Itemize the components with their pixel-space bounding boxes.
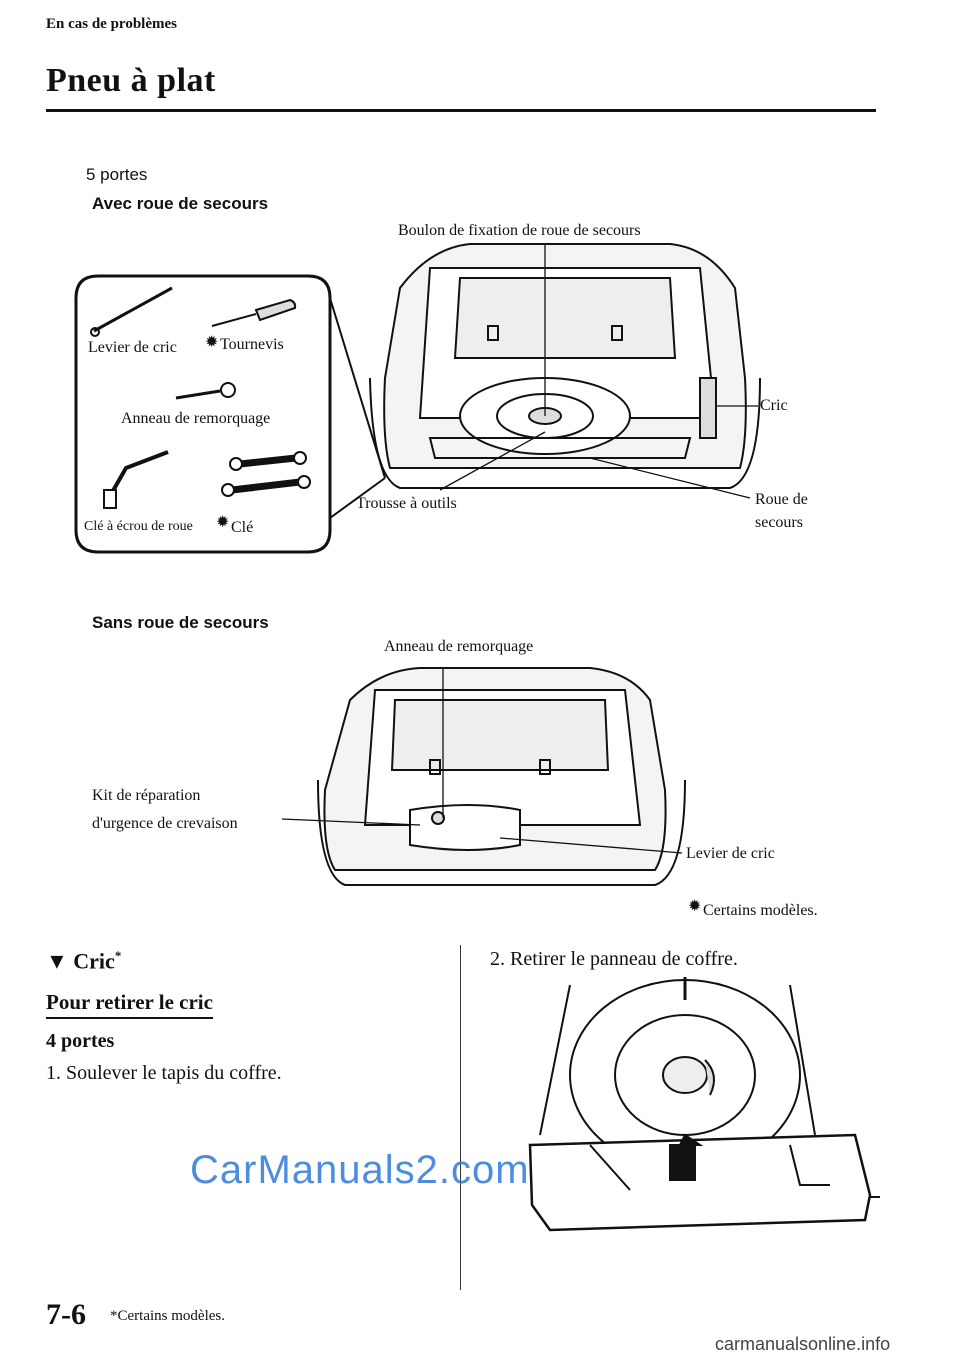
label-tool-kit: Trousse à outils — [356, 495, 457, 513]
triangle-down-icon: ▼ — [46, 948, 68, 973]
page-number: 7-6 — [46, 1298, 86, 1332]
doors-label: 4 portes — [46, 1030, 114, 1053]
certain-models-mark-icon: ✹ — [688, 896, 701, 916]
footnote: *Certains modèles. — [110, 1308, 225, 1325]
figure1-illustration — [0, 228, 960, 568]
label-jack-lever: Levier de cric — [88, 339, 177, 357]
label-screwdriver: Tournevis — [220, 336, 284, 354]
section-heading: ▼ Cric* — [46, 948, 121, 974]
subheading: Pour retirer le cric — [46, 990, 213, 1019]
trunk-panel-illustration — [470, 975, 890, 1255]
figure2-illustration — [0, 660, 960, 910]
certain-models-mark-icon: ✹ — [205, 332, 218, 352]
car-rear-with-spare — [370, 244, 760, 498]
watermark-carmanualsonline: carmanualsonline.info — [715, 1334, 890, 1355]
watermark-carmanuals2: CarManuals2.com — [190, 1148, 530, 1193]
label-tow-ring: Anneau de remorquage — [121, 410, 270, 428]
figure2-subtitle: Sans roue de secours — [92, 613, 269, 633]
title-rule — [46, 109, 876, 112]
certain-models-note: Certains modèles. — [703, 902, 818, 920]
label-jack-lever-2: Levier de cric — [686, 845, 775, 863]
label-jack: Cric — [760, 397, 788, 415]
column-divider — [460, 945, 461, 1290]
label-tow-ring-2: Anneau de remorquage — [384, 638, 533, 656]
label-repair-kit-2: d'urgence de crevaison — [92, 815, 238, 833]
label-spare-bolt: Boulon de fixation de roue de secours — [398, 222, 641, 240]
step-2: 2. Retirer le panneau de coffre. — [490, 948, 738, 971]
page-title: Pneu à plat — [46, 62, 216, 100]
figure1-subtitle: Avec roue de secours — [92, 194, 268, 214]
step-1: 1. Soulever le tapis du coffre. — [46, 1062, 282, 1085]
label-repair-kit-1: Kit de réparation — [92, 787, 200, 805]
label-lug-wrench: Clé à écrou de roue — [84, 519, 193, 535]
certain-models-mark-icon: ✹ — [216, 512, 229, 532]
heading-text: Cric — [73, 948, 115, 973]
label-wrench: Clé — [231, 519, 253, 537]
section-label: En cas de problèmes — [46, 16, 177, 33]
label-spare-wheel-2: secours — [755, 514, 803, 532]
heading-mark: * — [115, 948, 122, 963]
label-spare-wheel-1: Roue de — [755, 491, 808, 509]
variant-label: 5 portes — [86, 165, 147, 185]
